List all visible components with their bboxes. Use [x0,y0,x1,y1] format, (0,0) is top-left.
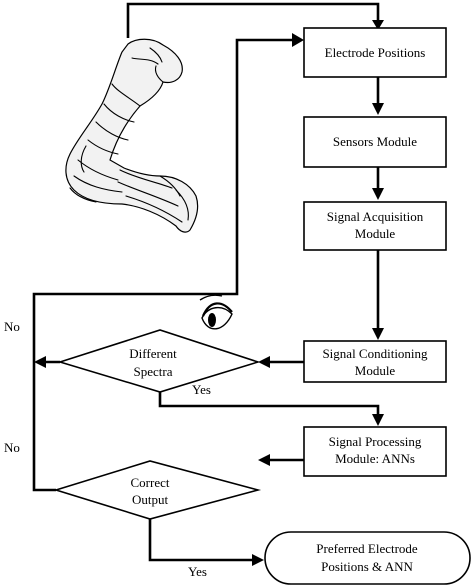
edge-label-yes-spectra: Yes [192,382,211,397]
flow-edges [32,2,384,566]
node-preferred-electrode-line2: Positions & ANN [321,559,413,574]
node-signal-conditioning-line1: Signal Conditioning [322,346,428,361]
decision-different-spectra-line2: Spectra [134,364,173,379]
flexed-arm-muscle-icon [65,38,199,233]
decision-correct-output: Correct Output [53,460,262,520]
edge-label-no-top: No [4,319,20,334]
decision-correct-output-line1: Correct [131,475,170,490]
node-sensors-module: Sensors Module [303,116,447,168]
decision-different-spectra: Different Spectra [57,329,261,393]
edge-label-yes-output: Yes [188,564,207,579]
node-signal-acquisition: Signal Acquisition Module [303,201,447,251]
decision-different-spectra-line1: Different [129,346,177,361]
node-signal-acquisition-line1: Signal Acquisition [327,209,424,224]
node-preferred-electrode: Preferred Electrode Positions & ANN [264,531,471,585]
node-electrode-positions: Electrode Positions [303,27,447,78]
node-signal-conditioning-line2: Module [355,363,396,378]
node-electrode-positions-label: Electrode Positions [325,45,426,60]
eye-icon [199,294,233,330]
decision-correct-output-line2: Output [132,492,169,507]
node-signal-processing-line1: Signal Processing [329,434,422,449]
edge-label-no-bottom: No [4,440,20,455]
node-signal-processing: Signal Processing Module: ANNs [303,426,447,477]
node-signal-conditioning: Signal Conditioning Module [303,340,447,383]
node-preferred-electrode-line1: Preferred Electrode [316,541,418,556]
node-sensors-module-label: Sensors Module [333,134,417,149]
node-signal-acquisition-line2: Module [355,226,396,241]
node-signal-processing-line2: Module: ANNs [335,451,415,466]
